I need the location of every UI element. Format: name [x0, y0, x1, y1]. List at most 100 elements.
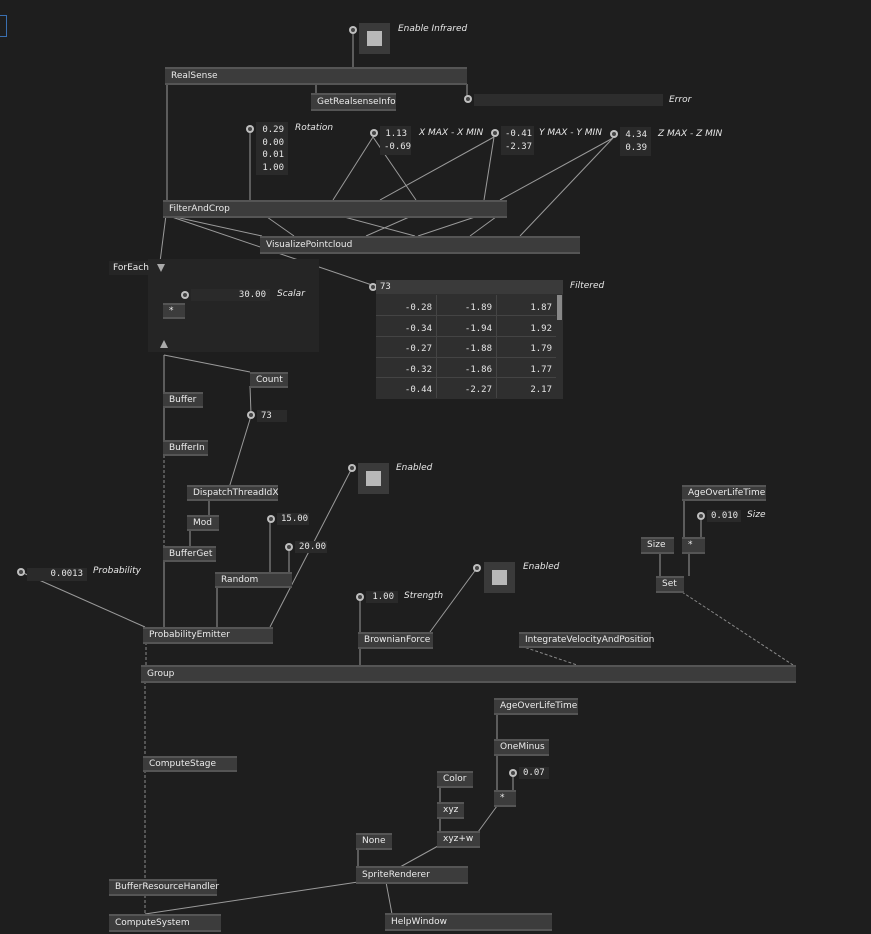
- filtered-table-header: [376, 280, 563, 294]
- random-a-input[interactable]: 15.00: [277, 513, 309, 525]
- enabled-2-label: Enabled: [523, 562, 560, 572]
- filtered-table-cell: 1.87: [530, 303, 552, 313]
- random-node[interactable]: Random: [215, 572, 292, 588]
- x-range-label: X MAX - X MIN: [419, 128, 484, 138]
- corner-marker: [0, 15, 7, 37]
- filtered-table-row-line-1: [376, 315, 556, 316]
- filtered-table-cell: 1.92: [530, 323, 552, 334]
- size-input[interactable]: 0.010: [707, 510, 741, 522]
- buffer-resource-handler-node[interactable]: BufferResourceHandler: [109, 879, 219, 896]
- xyz-node[interactable]: xyz: [437, 802, 464, 819]
- filtered-table-cell: -1.89: [464, 303, 492, 313]
- age-over-lifetime-2-node[interactable]: AgeOverLifeTime: [494, 698, 578, 715]
- rotation-input[interactable]: 0.29 0.00 0.01 1.00: [256, 122, 288, 175]
- foreach-node[interactable]: ForEach: [109, 261, 149, 275]
- none-node[interactable]: None: [356, 833, 392, 850]
- size-node[interactable]: Size: [641, 537, 674, 554]
- z-range-pin[interactable]: [610, 130, 618, 138]
- enable-infrared-toggle[interactable]: [359, 23, 390, 54]
- dispatch-thread-id-node[interactable]: DispatchThreadIdX: [187, 485, 279, 501]
- filter-and-crop-node[interactable]: FilterAndCrop: [163, 200, 507, 218]
- filtered-table-cell: -0.28: [404, 303, 432, 313]
- filtered-table-divider-2: [496, 295, 497, 398]
- foreach-input-marker: [157, 264, 165, 272]
- brownian-force-node[interactable]: BrownianForce: [358, 632, 433, 649]
- color-node[interactable]: Color: [437, 771, 473, 788]
- one-minus-node[interactable]: OneMinus: [494, 739, 549, 756]
- enabled-1-pin[interactable]: [348, 464, 356, 472]
- alpha-factor-pin[interactable]: [509, 769, 517, 777]
- rotation-value-1: 0.29: [262, 125, 284, 135]
- z-max-value: 4.34: [625, 130, 647, 140]
- enabled-1-label: Enabled: [396, 463, 433, 473]
- filtered-table-cell: -0.27: [404, 344, 432, 354]
- get-realsense-info-node[interactable]: GetRealsenseInfo: [311, 93, 396, 111]
- filtered-table-cell: -0.34: [404, 323, 432, 334]
- set-node[interactable]: Set: [656, 576, 684, 593]
- xyzw-node[interactable]: xyz+w: [437, 831, 480, 848]
- probability-emitter-node[interactable]: ProbabilityEmitter: [143, 627, 273, 644]
- enable-infrared-pin[interactable]: [349, 26, 357, 34]
- count-value: 73: [257, 410, 287, 422]
- group-node[interactable]: Group: [141, 665, 796, 683]
- filtered-table-cell: -0.32: [404, 364, 432, 375]
- strength-input[interactable]: 1.00: [366, 591, 398, 603]
- size-pin[interactable]: [697, 512, 705, 520]
- x-min-value: -0.69: [384, 141, 412, 152]
- enable-infrared-label: Enable Infrared: [398, 24, 468, 34]
- buffer-node[interactable]: Buffer: [163, 392, 203, 408]
- probability-pin[interactable]: [17, 568, 25, 576]
- scalar-pin[interactable]: [181, 291, 189, 299]
- filtered-table-cell: -1.86: [464, 364, 492, 375]
- rotation-pin[interactable]: [246, 125, 254, 133]
- enabled-2-toggle[interactable]: [484, 562, 515, 593]
- strength-pin[interactable]: [356, 593, 364, 601]
- scalar-input[interactable]: 30.00: [191, 289, 270, 301]
- y-range-input[interactable]: -0.41 -2.37: [501, 126, 534, 155]
- filtered-table-cell: 1.79: [530, 344, 552, 354]
- compute-system-node[interactable]: ComputeSystem: [109, 914, 221, 932]
- multiply-size-node[interactable]: *: [682, 537, 705, 554]
- filtered-table-scrollbar[interactable]: [557, 295, 562, 320]
- buffer-in-node[interactable]: BufferIn: [163, 440, 208, 456]
- probability-input[interactable]: 0.0013: [27, 568, 87, 581]
- help-window-node[interactable]: HelpWindow: [385, 913, 552, 931]
- enabled-2-pin[interactable]: [473, 564, 481, 572]
- count-node[interactable]: Count: [250, 372, 288, 388]
- enabled-1-toggle[interactable]: [358, 463, 389, 494]
- random-a-pin[interactable]: [267, 515, 275, 523]
- random-b-input[interactable]: 20.00: [295, 541, 327, 553]
- x-range-input[interactable]: 1.13 -0.69: [380, 126, 411, 155]
- buffer-get-node[interactable]: BufferGet: [163, 546, 216, 562]
- size-label: Size: [747, 510, 766, 520]
- filtered-table-row-line-4: [376, 377, 556, 378]
- sprite-renderer-node[interactable]: SpriteRenderer: [356, 866, 468, 884]
- multiply-scalar-node[interactable]: *: [163, 303, 185, 319]
- filtered-label: Filtered: [570, 281, 605, 291]
- x-range-pin[interactable]: [370, 129, 378, 137]
- z-range-label: Z MAX - Z MIN: [658, 129, 723, 139]
- random-b-pin[interactable]: [285, 543, 293, 551]
- multiply-alpha-node[interactable]: *: [494, 790, 516, 807]
- rotation-value-3: 0.01: [262, 150, 284, 160]
- compute-stage-node[interactable]: ComputeStage: [143, 756, 237, 772]
- z-range-input[interactable]: 4.34 0.39: [620, 127, 651, 156]
- realsense-node[interactable]: RealSense: [165, 67, 467, 85]
- count-output-pin[interactable]: [247, 411, 255, 419]
- z-min-value: 0.39: [625, 142, 647, 153]
- strength-label: Strength: [404, 591, 444, 601]
- mod-node[interactable]: Mod: [187, 515, 219, 531]
- alpha-factor-input[interactable]: 0.07: [519, 767, 549, 779]
- error-label: Error: [669, 95, 692, 105]
- filtered-pin[interactable]: [369, 283, 377, 291]
- visualize-pointcloud-node[interactable]: VisualizePointcloud: [260, 236, 580, 254]
- y-range-pin[interactable]: [491, 129, 499, 137]
- age-over-lifetime-1-node[interactable]: AgeOverLifeTime: [682, 485, 766, 501]
- filtered-table-cell: -1.94: [464, 323, 492, 334]
- probability-label: Probability: [93, 566, 141, 576]
- error-pin[interactable]: [464, 95, 472, 103]
- y-min-value: -2.37: [505, 141, 533, 152]
- integrate-node[interactable]: IntegrateVelocityAndPosition: [519, 632, 654, 648]
